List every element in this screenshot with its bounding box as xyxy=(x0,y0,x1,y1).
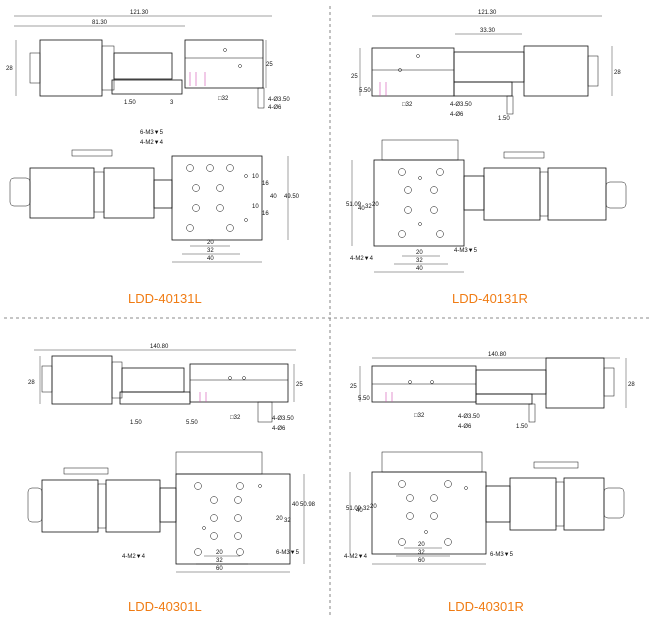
dim-w3: 40 xyxy=(207,256,214,262)
dim-h1: 40 xyxy=(292,502,299,508)
dim-motor-length: 81.30 xyxy=(92,20,108,26)
label-thread-a: 4-M3▼5 xyxy=(454,248,478,254)
dim-hole-a: 4-Ø3.50 xyxy=(272,416,294,422)
label-thread-b: 4-M2▼4 xyxy=(140,140,164,146)
dim-hole-a: 4-Ø3.50 xyxy=(458,414,480,420)
side-view: 140.80 25 5.50 28 1.50 □32 4-Ø3.50 4-Ø6 xyxy=(350,352,635,430)
dim-w2: 32 xyxy=(416,258,423,264)
dim-offset-right: 1.50 xyxy=(498,116,510,122)
dim-total-length: 121.30 xyxy=(478,10,497,16)
dim-h1: 10 xyxy=(252,174,259,180)
dim-h2: 32 xyxy=(284,518,291,524)
dim-offset-left: 5.50 xyxy=(359,88,371,94)
dim-height-right: 28 xyxy=(628,382,635,388)
dim-h3: 20 xyxy=(370,504,377,510)
side-view: 140.80 28 25 1.50 5.50 □32 4-Ø3.50 4-Ø6 xyxy=(28,344,303,432)
dim-height-left: 25 xyxy=(351,74,358,80)
dim-offset-left: 5.50 xyxy=(358,396,370,402)
dim-total-height: 51.09 xyxy=(346,202,362,208)
dim-offset-a: 1.50 xyxy=(130,420,142,426)
dim-total-height: 49.50 xyxy=(284,194,300,200)
dim-offset-right: 1.50 xyxy=(516,424,528,430)
dim-w1: 20 xyxy=(216,550,223,556)
dim-height-left: 25 xyxy=(350,384,357,390)
dim-square: □32 xyxy=(230,415,241,421)
dim-offset-b: 5.50 xyxy=(186,420,198,426)
dim-total-length: 140.80 xyxy=(150,344,169,350)
dim-w1: 20 xyxy=(207,240,214,246)
dim-w1: 20 xyxy=(416,250,423,256)
dim-w2: 32 xyxy=(216,558,223,564)
dim-h3: 40 xyxy=(270,194,277,200)
top-view: 51.09 40 32 20 20 32 40 4-M3▼5 4-M2▼4 xyxy=(346,139,627,273)
dim-w2: 32 xyxy=(418,550,425,556)
dim-w2: 32 xyxy=(207,248,214,254)
side-view: 121.30 33.30 25 5.50 28 1.50 □32 4-Ø3.50… xyxy=(351,10,621,122)
dim-w3: 60 xyxy=(418,558,425,564)
dim-h1: 40 xyxy=(356,508,363,514)
dim-total-height: 50.98 xyxy=(300,502,316,508)
dim-h2: 32 xyxy=(363,506,370,512)
dim-square: □32 xyxy=(402,102,413,108)
top-view: 51.09 40 32 20 20 32 60 4-M2▼4 6-M3▼5 xyxy=(344,451,625,565)
caption-ldd-40301r: LDD-40301R xyxy=(448,599,524,614)
label-thread-a: 4-M2▼4 xyxy=(344,554,368,560)
dim-w3: 60 xyxy=(216,566,223,572)
dim-total-height: 51.09 xyxy=(346,506,362,512)
dim-w1: 20 xyxy=(418,542,425,548)
dim-height-right: 25 xyxy=(296,382,303,388)
caption-ldd-40301l: LDD-40301L xyxy=(128,599,202,614)
dim-square: □32 xyxy=(414,413,425,419)
dim-height-left: 28 xyxy=(6,66,13,72)
dim-square: □32 xyxy=(218,96,229,102)
dim-h4: 10 xyxy=(252,204,259,210)
dim-h3: 20 xyxy=(276,516,283,522)
label-thread-b: 6-M3▼5 xyxy=(276,550,300,556)
dim-height-right: 25 xyxy=(266,62,273,68)
dim-hole-a: 4-Ø3.50 xyxy=(268,97,290,103)
caption-ldd-40131r: LDD-40131R xyxy=(452,291,528,306)
dim-height-right: 28 xyxy=(614,70,621,76)
dim-hole-b: 4-Ø6 xyxy=(458,424,472,430)
panel-ldd-40131r: 121.30 33.30 25 5.50 28 1.50 □32 4-Ø3.50… xyxy=(346,10,627,306)
dim-h5: 16 xyxy=(262,211,269,217)
dim-motor-length: 33.30 xyxy=(480,28,496,34)
dim-hole-b: 4-Ø6 xyxy=(450,112,464,118)
panel-ldd-40301r: 140.80 25 5.50 28 1.50 □32 4-Ø3.50 4-Ø6 xyxy=(344,352,635,614)
dim-hole-a: 4-Ø3.50 xyxy=(450,102,472,108)
panel-ldd-40131l: 121.30 81.30 28 25 1.50 3 □32 4-Ø3.50 4- xyxy=(6,10,300,306)
dim-w3: 40 xyxy=(416,266,423,272)
dim-height-left: 28 xyxy=(28,380,35,386)
dim-hole-b: 4-Ø6 xyxy=(272,426,286,432)
dim-total-length: 121.30 xyxy=(130,10,149,16)
top-view: 50.98 40 32 20 20 32 60 4-M2▼4 6-M3▼5 xyxy=(27,451,316,573)
label-thread-a: 4-M2▼4 xyxy=(122,554,146,560)
side-view: 121.30 81.30 28 25 1.50 3 □32 4-Ø3.50 4- xyxy=(6,10,290,111)
dim-h1: 40 xyxy=(358,206,365,212)
dim-total-length: 140.80 xyxy=(488,352,507,358)
dim-h2: 16 xyxy=(262,181,269,187)
dim-h2: 32 xyxy=(365,204,372,210)
dim-hole-b: 4-Ø6 xyxy=(268,105,282,111)
top-view: 6-M3▼5 4-M2▼4 20 32 40 10 16 40 10 16 xyxy=(9,130,300,263)
label-thread-b: 4-M2▼4 xyxy=(350,256,374,262)
dim-offset-a: 1.50 xyxy=(124,100,136,106)
dim-offset-b: 3 xyxy=(170,100,174,106)
label-thread-b: 6-M3▼5 xyxy=(490,552,514,558)
label-thread-a: 6-M3▼5 xyxy=(140,130,164,136)
panel-ldd-40301l: 140.80 28 25 1.50 5.50 □32 4-Ø3.50 4-Ø6 xyxy=(27,344,316,614)
caption-ldd-40131l: LDD-40131L xyxy=(128,291,202,306)
dim-h3: 20 xyxy=(372,202,379,208)
